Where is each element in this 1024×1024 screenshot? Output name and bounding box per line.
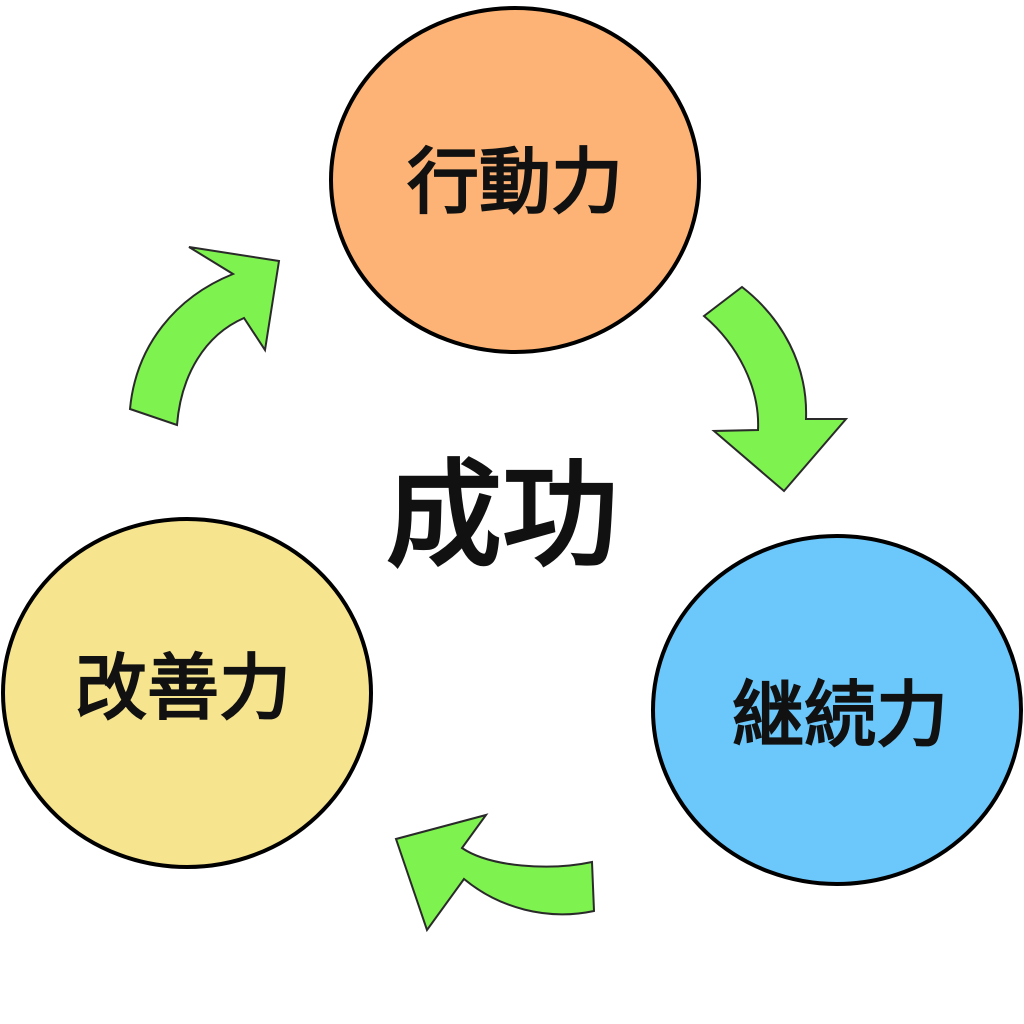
node-continuation: 継続力 [651, 534, 1023, 886]
center-label: 成功 [386, 449, 618, 584]
node-continuation-label: 継続力 [732, 673, 948, 757]
node-continuation-circle [651, 534, 1023, 886]
arrow-improvement-to-action [128, 246, 281, 427]
node-action-label: 行動力 [407, 140, 623, 224]
arrow-continuation-to-improvement [394, 813, 596, 933]
node-improvement: 改善力 [1, 517, 373, 869]
node-improvement-circle [1, 517, 373, 869]
node-action-circle [329, 6, 701, 354]
node-action: 行動力 [329, 6, 701, 354]
arrow-action-to-continuation [702, 285, 849, 493]
node-improvement-label: 改善力 [75, 646, 291, 730]
